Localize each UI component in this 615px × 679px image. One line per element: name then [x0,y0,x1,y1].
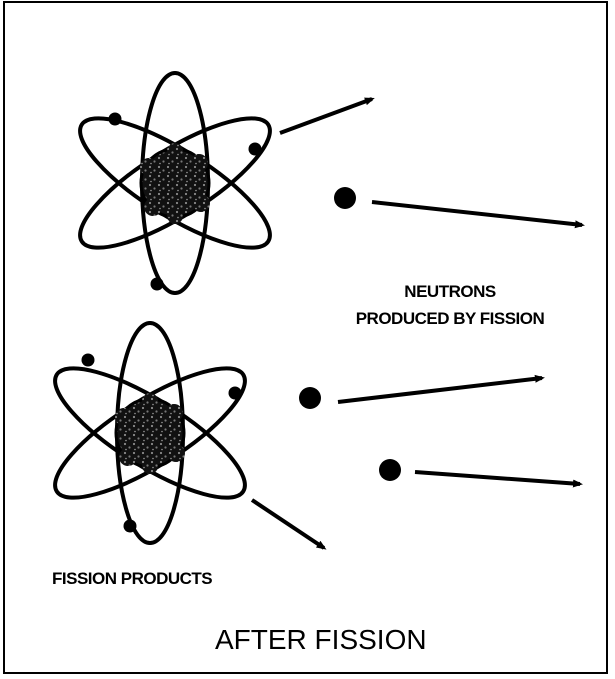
atom-icon [53,321,247,545]
electron [248,142,262,156]
arrow-icon [279,97,375,135]
neutrons-label: NEUTRONS PRODUCED BY FISSION [300,278,600,332]
neutron-group [334,187,585,229]
neutron-icon [334,187,356,209]
neutron-icon [379,459,401,481]
after-fission-title: AFTER FISSION [215,624,427,655]
electron [228,386,242,400]
arrow-icon [371,200,585,229]
fission-products-label: FISSION PRODUCTS [52,569,213,588]
neutrons-label-line1: NEUTRONS [404,282,496,301]
electron [123,519,137,533]
nucleus [139,143,211,224]
electron [150,277,164,291]
arrow-icon [250,498,327,550]
arrow-icon [414,470,583,488]
electron [81,353,95,367]
neutron-group [299,374,545,409]
atom-icon [78,71,272,295]
neutron-icon [299,387,321,409]
diagram-frame [3,1,608,674]
neutron-group [379,459,583,488]
electron [108,112,122,126]
nucleus [114,393,186,474]
neutrons-label-line2: PRODUCED BY FISSION [355,309,545,328]
arrow-icon [337,374,545,404]
